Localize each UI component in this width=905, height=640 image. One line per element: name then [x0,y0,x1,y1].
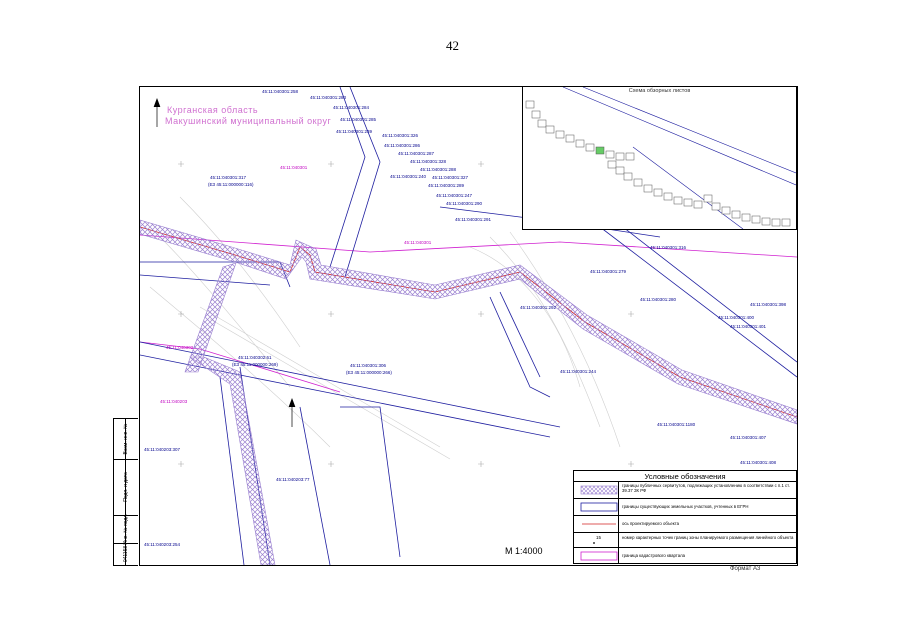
point-marker-icon [593,542,595,544]
municipality-label: Макушинский муниципальный округ [165,116,332,126]
parcel-label: 45:11:040301:280 [640,297,676,302]
map-canvas[interactable] [140,87,797,565]
parcel-label: 45:11:040301:283 [310,95,346,100]
overview-inset[interactable]: Схема обзорных листов [522,86,797,230]
parcel-label: 45:11:040301:398 [750,302,786,307]
north-arrow-icon [153,98,296,427]
parcel-label: 45:11:040301:326 [382,133,418,138]
quarter-label: 45:11:040301 [404,240,432,245]
parcel-label: 45:11:040301:240 [390,174,426,179]
parcel-label: 45:11:040301:401 [730,324,766,329]
parcel-label: 45:11:040301:290 [446,201,482,206]
inset-map [525,87,796,229]
parcel-label: 45:11:040203:254 [144,542,180,547]
parcel-label: 45:11:040301:400 [718,315,754,320]
stamp-cell-replaced: Взам. инв. № [114,419,138,460]
parcel-label: 45:11:040301:291 [455,217,491,222]
parcel-label: 45:11:040301:317 [210,175,246,180]
parcel-label: (ЕЗ 45:11:000000:116) [208,182,254,187]
parcel-label: 45:11:040301:408 [740,460,776,465]
parcel-label: 45:11:040301:288 [420,167,456,172]
terrain-lines [149,196,621,460]
parcel-label: 45:11:040301:306 [350,363,386,368]
parcel-label: 45:11:040301:285 [340,117,376,122]
parcel-label: 45:11:040301:292 [520,305,556,310]
map-scale: М 1:4000 [505,546,543,556]
parcel-label: 45:11:040301:244 [560,369,596,374]
quarter-label: 45:11:040301 [280,165,308,170]
parcel-label: (ЕЗ 45:11:000000:269) [232,362,278,367]
parcel-label: 45:11:040301:287 [398,151,434,156]
parcel-label: 45:11:040301:284 [333,105,369,110]
parcel-label: 45:11:040301:289 [428,183,464,188]
parcel-label: 45:11:040301:239 [336,129,372,134]
parcel-label: 45:11:040301:328 [410,159,446,164]
legend-item-quarter: граница кадастрового квартала [574,547,796,563]
parcel-label: 45:11:040301:316 [650,245,686,250]
quarter-label: 45:11:040302 [166,345,194,350]
legend-item-axis: ось проектируемого объекта [574,515,796,533]
legend-item-easement: границы публичных сервитутов, подлежащих… [574,481,796,499]
inset-title: Схема обзорных листов [628,88,691,94]
parcel-boundaries [140,87,797,565]
stamp-cell-number: 041158 [123,545,129,563]
axis-swatch-icon [582,523,616,525]
parcel-label: 45:11:040301:286 [384,143,420,148]
legend-title: Условные обозначения [644,472,726,481]
grid-crosses [178,161,634,467]
parcel-label: 45:11:040203:307 [144,447,180,452]
parcel-swatch-icon [580,502,618,512]
parcel-label: (ЕЗ 45:11:000000:266) [346,370,392,375]
parcel-label: 45:11:040301:1180 [657,422,696,427]
parcel-label: 45:11:040203:77 [276,477,310,482]
page-number: 42 [446,38,459,53]
legend-item-point: 15 номер характерных точек границ зоны п… [574,532,796,550]
stamp-cell-inventory: Инв. № подл. [114,513,138,545]
easement-corridor [140,219,797,565]
parcel-label: 45:11:040301:327 [432,175,468,180]
sheet-format: Формат А3 [730,566,761,572]
parcel-label: 45:11:040301:279 [590,269,626,274]
legend-item-parcel: границы существующих земельных участков,… [574,498,796,516]
point-sample-number: 15 [596,535,602,540]
easement-swatch-icon [580,485,618,495]
parcel-label: 45:11:040301:258 [262,89,298,94]
quarter-label: 45:11:040203 [160,399,188,404]
stamp-cell-signature: Подп. и дата [114,459,138,516]
region-label: Курганская область [167,105,259,115]
parcel-label: 45:11:040301:407 [730,435,766,440]
parcel-label: 45:11:040301:247 [436,193,472,198]
quarter-swatch-icon [580,551,618,561]
legend: Условные обозначения границы публичных с… [573,470,797,564]
side-stamp: Взам. инв. № Подп. и дата Инв. № подл. 0… [113,418,138,566]
parcel-label: 45:11:040302:61 [238,355,272,360]
